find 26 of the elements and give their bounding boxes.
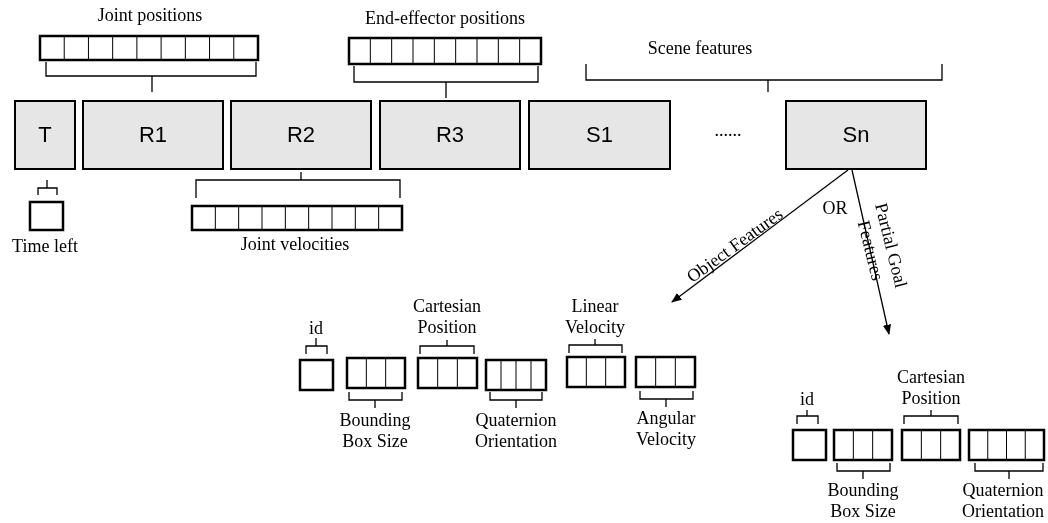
feature-label: id [799,389,815,410]
observation-segment-box: R1 [82,100,224,170]
feature-label: Joint positions [96,5,204,26]
feature-label: Bounding Box Size [338,410,412,452]
feature-label: Joint velocities [239,234,351,255]
observation-segment-box: R2 [230,100,372,170]
ellipsis: ...... [713,120,743,141]
feature-label: Linear Velocity [564,296,626,338]
feature-label: Cartesian Position [412,296,482,338]
observation-segment-box: Sn [785,100,927,170]
edge-label: Partial Goal Features [852,199,912,292]
feature-label: OR [821,198,849,219]
arrow [851,169,891,335]
feature-label: End-effector positions [363,8,527,29]
feature-label: Bounding Box Size [826,480,900,522]
arrow [671,169,849,303]
observation-segment-box: S1 [528,100,671,170]
feature-label: Angular Velocity [635,408,697,450]
feature-label: Quaternion Orientation [961,480,1045,522]
feature-label: Quaternion Orientation [474,410,558,452]
feature-label: Cartesian Position [896,367,966,409]
observation-segment-box: R3 [379,100,521,170]
feature-label: Time left [11,236,79,257]
feature-label: id [308,318,324,339]
observation-segment-box: T [14,100,76,170]
feature-label: Scene features [646,38,754,59]
